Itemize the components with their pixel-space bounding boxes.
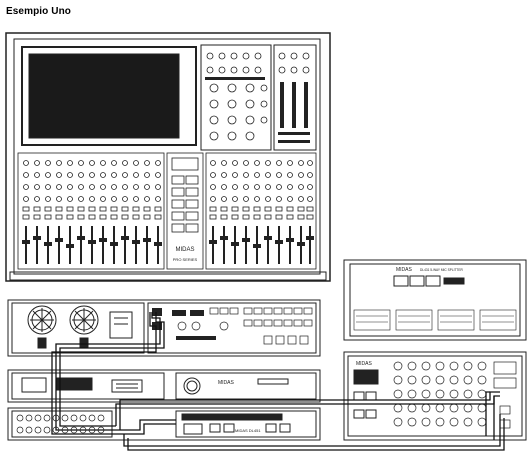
- console-brand-label: MIDAS: [175, 247, 194, 253]
- rack-unit-stagebox: MIDAS DL451: [7, 407, 321, 441]
- stagebox-io: MIDAS: [343, 351, 527, 441]
- stagebox-small-label: DL431 5-WAY MIC SPLITTER: [420, 268, 464, 272]
- rack-unit-recorder: MIDAS: [7, 369, 321, 403]
- rack-unit-label: MIDAS: [218, 380, 235, 386]
- console-channel-strips-right: [205, 152, 317, 270]
- stagebox2-brand-label: MIDAS: [356, 361, 373, 367]
- stagebox-brand-label: MIDAS: [396, 267, 413, 273]
- console-channel-strips-left: [17, 152, 165, 270]
- fan-icon: [27, 305, 57, 335]
- page-title: Esempio Uno: [6, 6, 71, 17]
- console-model-label: PRO SERIES: [173, 257, 198, 262]
- console-screen: [21, 46, 197, 146]
- console-center-section: MIDAS PRO SERIES: [166, 152, 204, 270]
- rack-unit2-label: MIDAS DL451: [235, 428, 261, 433]
- fan-icon: [69, 305, 99, 335]
- mixing-console: MIDAS PRO SERIES: [5, 32, 331, 282]
- cable-bundle: [51, 312, 505, 451]
- stagebox-top: MIDAS DL431 5-WAY MIC SPLITTER: [343, 259, 527, 341]
- console-master-section: [200, 44, 317, 151]
- rack-unit-processor: [7, 299, 321, 357]
